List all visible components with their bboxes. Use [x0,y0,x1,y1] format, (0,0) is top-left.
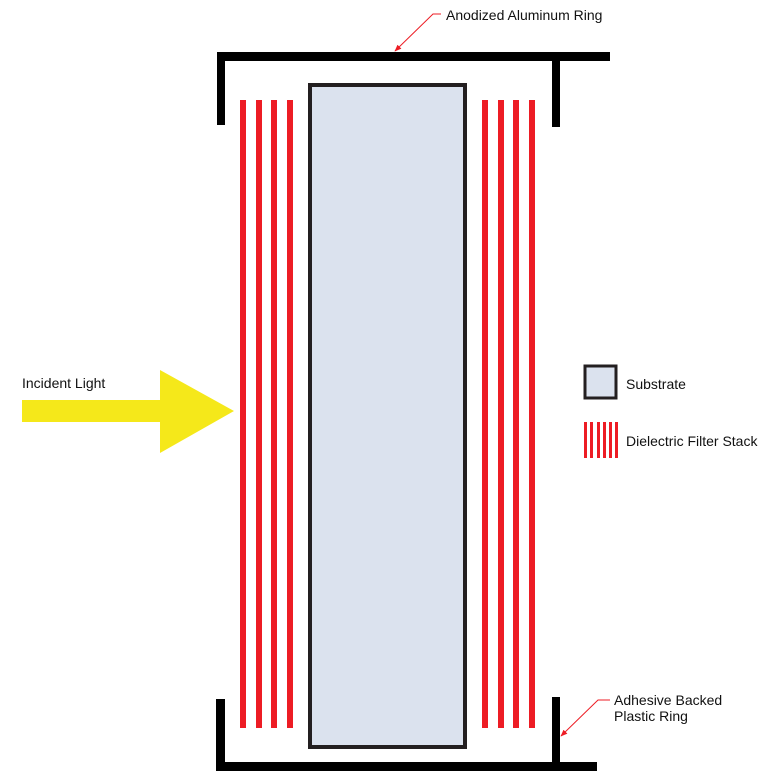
substrate [308,83,467,749]
legend-substrate-swatch [583,364,618,400]
filter-stack-right [482,100,535,728]
incident-light-arrow [22,370,234,453]
plastic-ring-label-line1: Adhesive Backed [614,692,722,708]
legend: Substrate Dielectric Filter Stack [583,364,758,458]
plastic-ring-label-line2: Plastic Ring [614,708,688,724]
legend-filter-label: Dielectric Filter Stack [626,433,758,449]
aluminum-ring-leader [394,13,441,52]
legend-filter-swatch [584,422,618,458]
adhesive-plastic-ring [216,697,597,771]
filter-stack-left [240,100,293,728]
aluminum-ring-label: Anodized Aluminum Ring [446,7,602,23]
anodized-aluminum-ring [217,52,610,127]
incident-light-label: Incident Light [22,375,105,391]
legend-substrate-label: Substrate [626,376,686,392]
plastic-ring-leader [560,699,610,737]
